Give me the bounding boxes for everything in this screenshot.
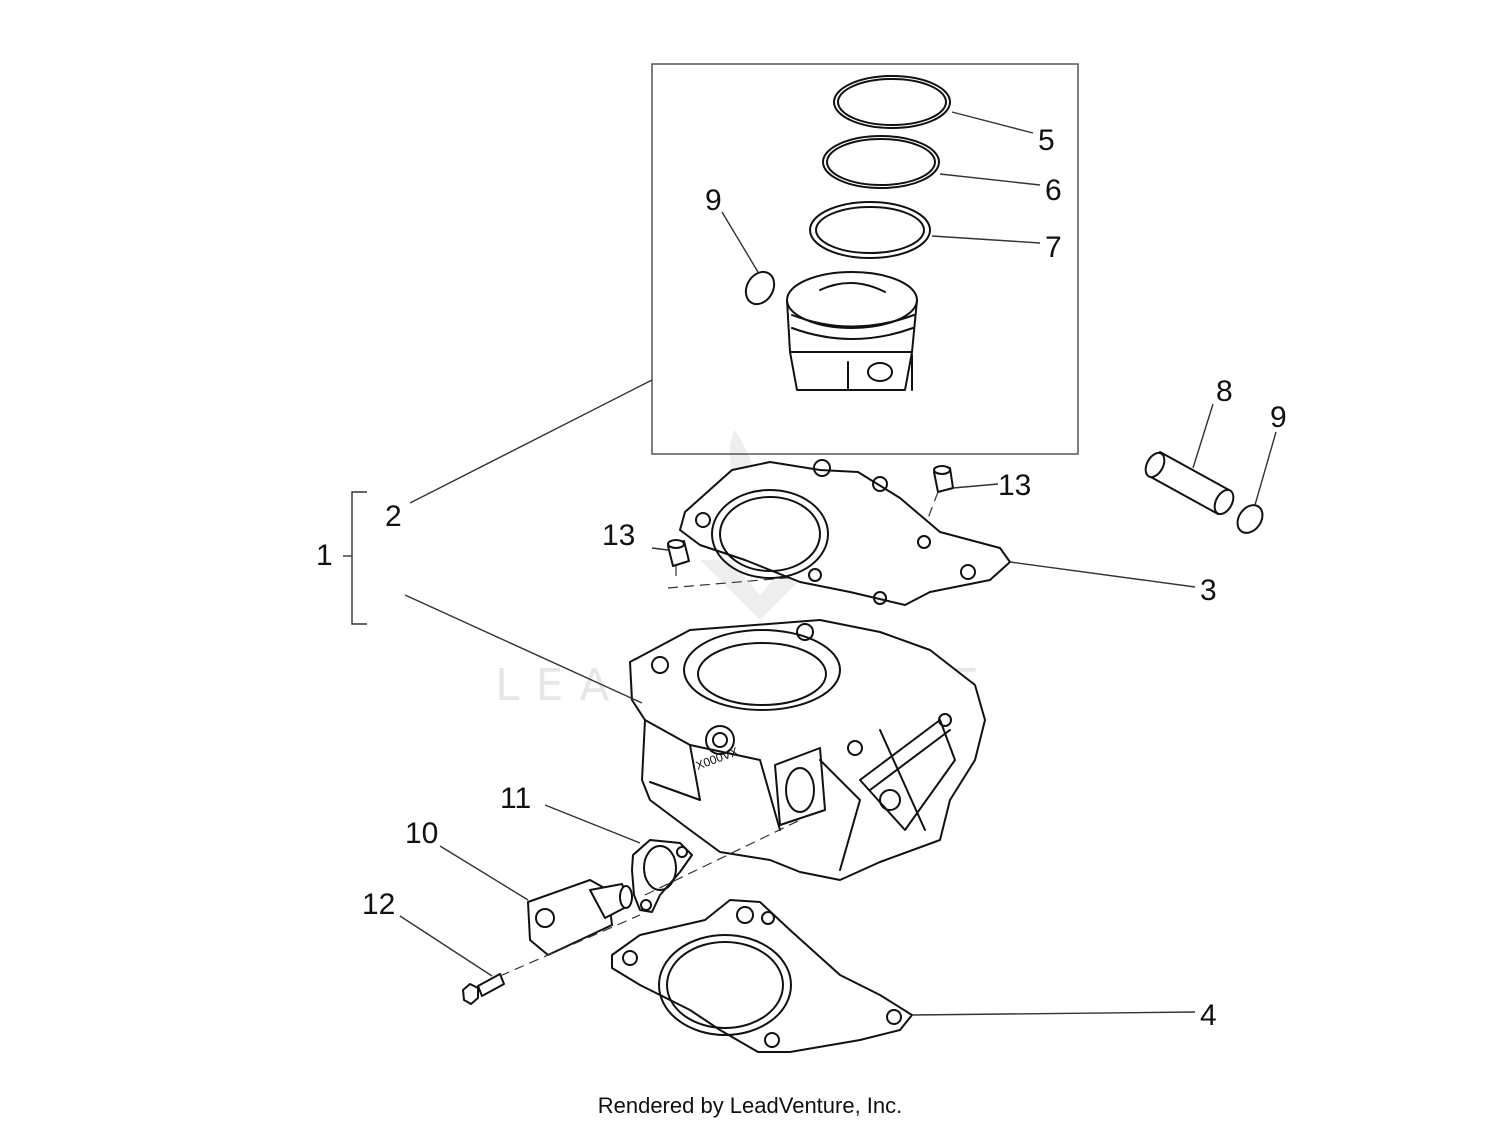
callout-5: 5 <box>1038 124 1055 157</box>
oil-ring <box>809 201 1041 259</box>
circlip <box>721 211 776 306</box>
callout-7: 7 <box>1045 231 1062 264</box>
callout-9-right: 9 <box>1270 401 1287 434</box>
piston-ring-top <box>833 75 1034 134</box>
piston-kit-box <box>409 63 1079 504</box>
callout-4: 4 <box>1200 999 1217 1032</box>
callout-3: 3 <box>1200 574 1217 607</box>
callout-13-right: 13 <box>998 469 1031 502</box>
piston <box>786 271 918 391</box>
callout-1: 1 <box>316 539 333 572</box>
callout-9-kit: 9 <box>705 184 722 217</box>
dowel-pin <box>651 539 821 589</box>
tensioner-bolt <box>399 819 801 1005</box>
cylinder: X000VX <box>404 594 986 881</box>
callout-13-left: 13 <box>602 519 635 552</box>
callout-12: 12 <box>362 888 395 921</box>
footer-credit: Rendered by LeadVenture, Inc. <box>597 1093 903 1118</box>
piston-pin <box>1144 403 1235 516</box>
assembly-group-bracket <box>343 491 367 625</box>
cylinder-base-gasket <box>611 899 1196 1053</box>
chain-tensioner <box>439 845 633 956</box>
callout-8: 8 <box>1216 375 1233 408</box>
piston-ring-second <box>822 135 1041 189</box>
callout-6: 6 <box>1045 174 1062 207</box>
callout-10: 10 <box>405 817 438 850</box>
cylinder-head-gasket <box>679 459 1196 606</box>
callout-2: 2 <box>385 500 402 533</box>
callout-11: 11 <box>500 782 531 815</box>
circlip <box>1236 431 1277 534</box>
